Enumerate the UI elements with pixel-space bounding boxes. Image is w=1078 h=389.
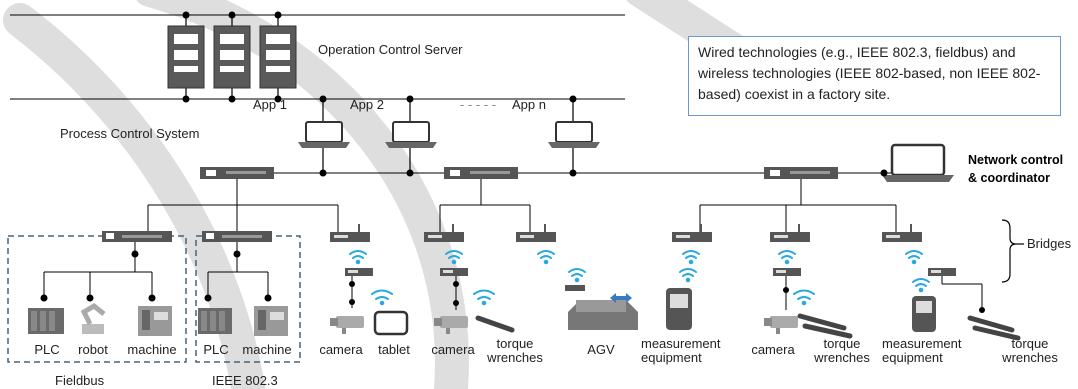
switch-icon xyxy=(444,167,518,179)
switch-icon xyxy=(200,167,274,179)
switch-icon xyxy=(764,167,838,179)
process-control-system-label: Process Control System xyxy=(60,126,200,141)
measurement-equipment-label: measurement equipment xyxy=(882,336,962,365)
agv-icon xyxy=(568,293,638,330)
switch-icon xyxy=(202,231,272,242)
machine-label: machine xyxy=(242,342,292,357)
measurement-equipment-icon xyxy=(912,296,936,332)
camera-icon xyxy=(330,316,364,334)
router-icon xyxy=(770,224,810,242)
wifi-icon xyxy=(679,268,697,283)
app2-label: App 2 xyxy=(350,97,384,112)
server-rack xyxy=(213,25,251,89)
appn-label: App n xyxy=(512,97,546,112)
tree-lines xyxy=(147,179,897,232)
torque-wrenches-label: torque wrenches xyxy=(487,336,543,365)
app1-label: App 1 xyxy=(253,97,287,112)
wifi-icon xyxy=(473,289,495,306)
camera-label: camera xyxy=(319,342,363,357)
robot-label: robot xyxy=(78,342,108,357)
camera-label: camera xyxy=(751,342,795,357)
router-icon xyxy=(882,224,922,242)
router-icon xyxy=(440,268,468,276)
wifi-icon xyxy=(793,289,815,306)
bridge-routers xyxy=(330,224,956,291)
wifi-icon xyxy=(371,289,393,306)
coexistence-note: Wired technologies (e.g., IEEE 802.3, fi… xyxy=(688,36,1061,116)
tablet-icon xyxy=(373,310,409,336)
server-icons xyxy=(167,11,297,103)
machine-label: machine xyxy=(127,342,177,357)
server-rack xyxy=(167,25,205,89)
plc-label: PLC xyxy=(34,342,60,357)
camera-icon xyxy=(764,316,798,334)
fieldbus-group xyxy=(7,231,187,363)
network-control-label: Network control & coordinator xyxy=(968,153,1064,185)
router-icon xyxy=(330,224,370,242)
switch-icon xyxy=(102,231,172,242)
torque-wrench-icon xyxy=(475,315,515,333)
app-ellipsis: - - - - - xyxy=(460,97,497,112)
laptop-icon xyxy=(385,121,437,148)
wifi-icon xyxy=(537,250,555,265)
measurement-equipment-label: measurement equipment xyxy=(641,336,721,365)
torque-wrenches-label: torque wrenches xyxy=(814,336,870,365)
fieldbus-dashed-box xyxy=(7,235,187,363)
wifi-icon xyxy=(568,268,586,283)
router-icon xyxy=(345,268,373,276)
network-controller-laptop xyxy=(882,143,954,182)
router-icon xyxy=(424,224,464,242)
measurement-equipment-icon xyxy=(666,288,692,330)
router-icon xyxy=(516,224,556,242)
app-laptops xyxy=(322,99,574,173)
main-switches xyxy=(200,167,838,179)
bridges-label: Bridges xyxy=(1027,236,1072,251)
wifi-icon xyxy=(682,250,700,265)
wifi-icon xyxy=(912,278,930,293)
router-icon xyxy=(672,224,712,242)
server-rack xyxy=(259,25,297,89)
machine-icon xyxy=(138,306,172,336)
wifi-icon xyxy=(349,250,367,265)
router-icon xyxy=(565,285,585,291)
torque-wrench-icon xyxy=(797,313,853,339)
wifi-icons xyxy=(349,250,930,306)
ieee8023-group xyxy=(195,231,301,363)
laptop-icon xyxy=(298,121,350,148)
ieee8023-label: IEEE 802.3 xyxy=(212,373,278,388)
router-icon xyxy=(928,268,956,276)
torque-wrench-icon xyxy=(967,315,1021,341)
wifi-icon xyxy=(778,250,796,265)
machine-icon xyxy=(254,306,288,336)
camera-icon xyxy=(434,316,468,334)
wifi-icon xyxy=(445,250,463,265)
agv-label: AGV xyxy=(587,342,615,357)
operation-control-server-label: Operation Control Server xyxy=(318,42,463,57)
plc-icon xyxy=(198,308,232,334)
robot-icon xyxy=(80,302,106,334)
router-icon xyxy=(773,268,801,276)
plc-icon xyxy=(28,308,64,334)
wifi-icon xyxy=(905,250,923,265)
laptop-icon xyxy=(548,121,600,148)
camera-label: camera xyxy=(431,342,475,357)
fieldbus-label: Fieldbus xyxy=(55,373,105,388)
tablet-label: tablet xyxy=(378,342,410,357)
bridges-bracket xyxy=(1001,219,1024,283)
plc-label: PLC xyxy=(203,342,229,357)
torque-wrenches-label: torque wrenches xyxy=(1002,336,1058,365)
